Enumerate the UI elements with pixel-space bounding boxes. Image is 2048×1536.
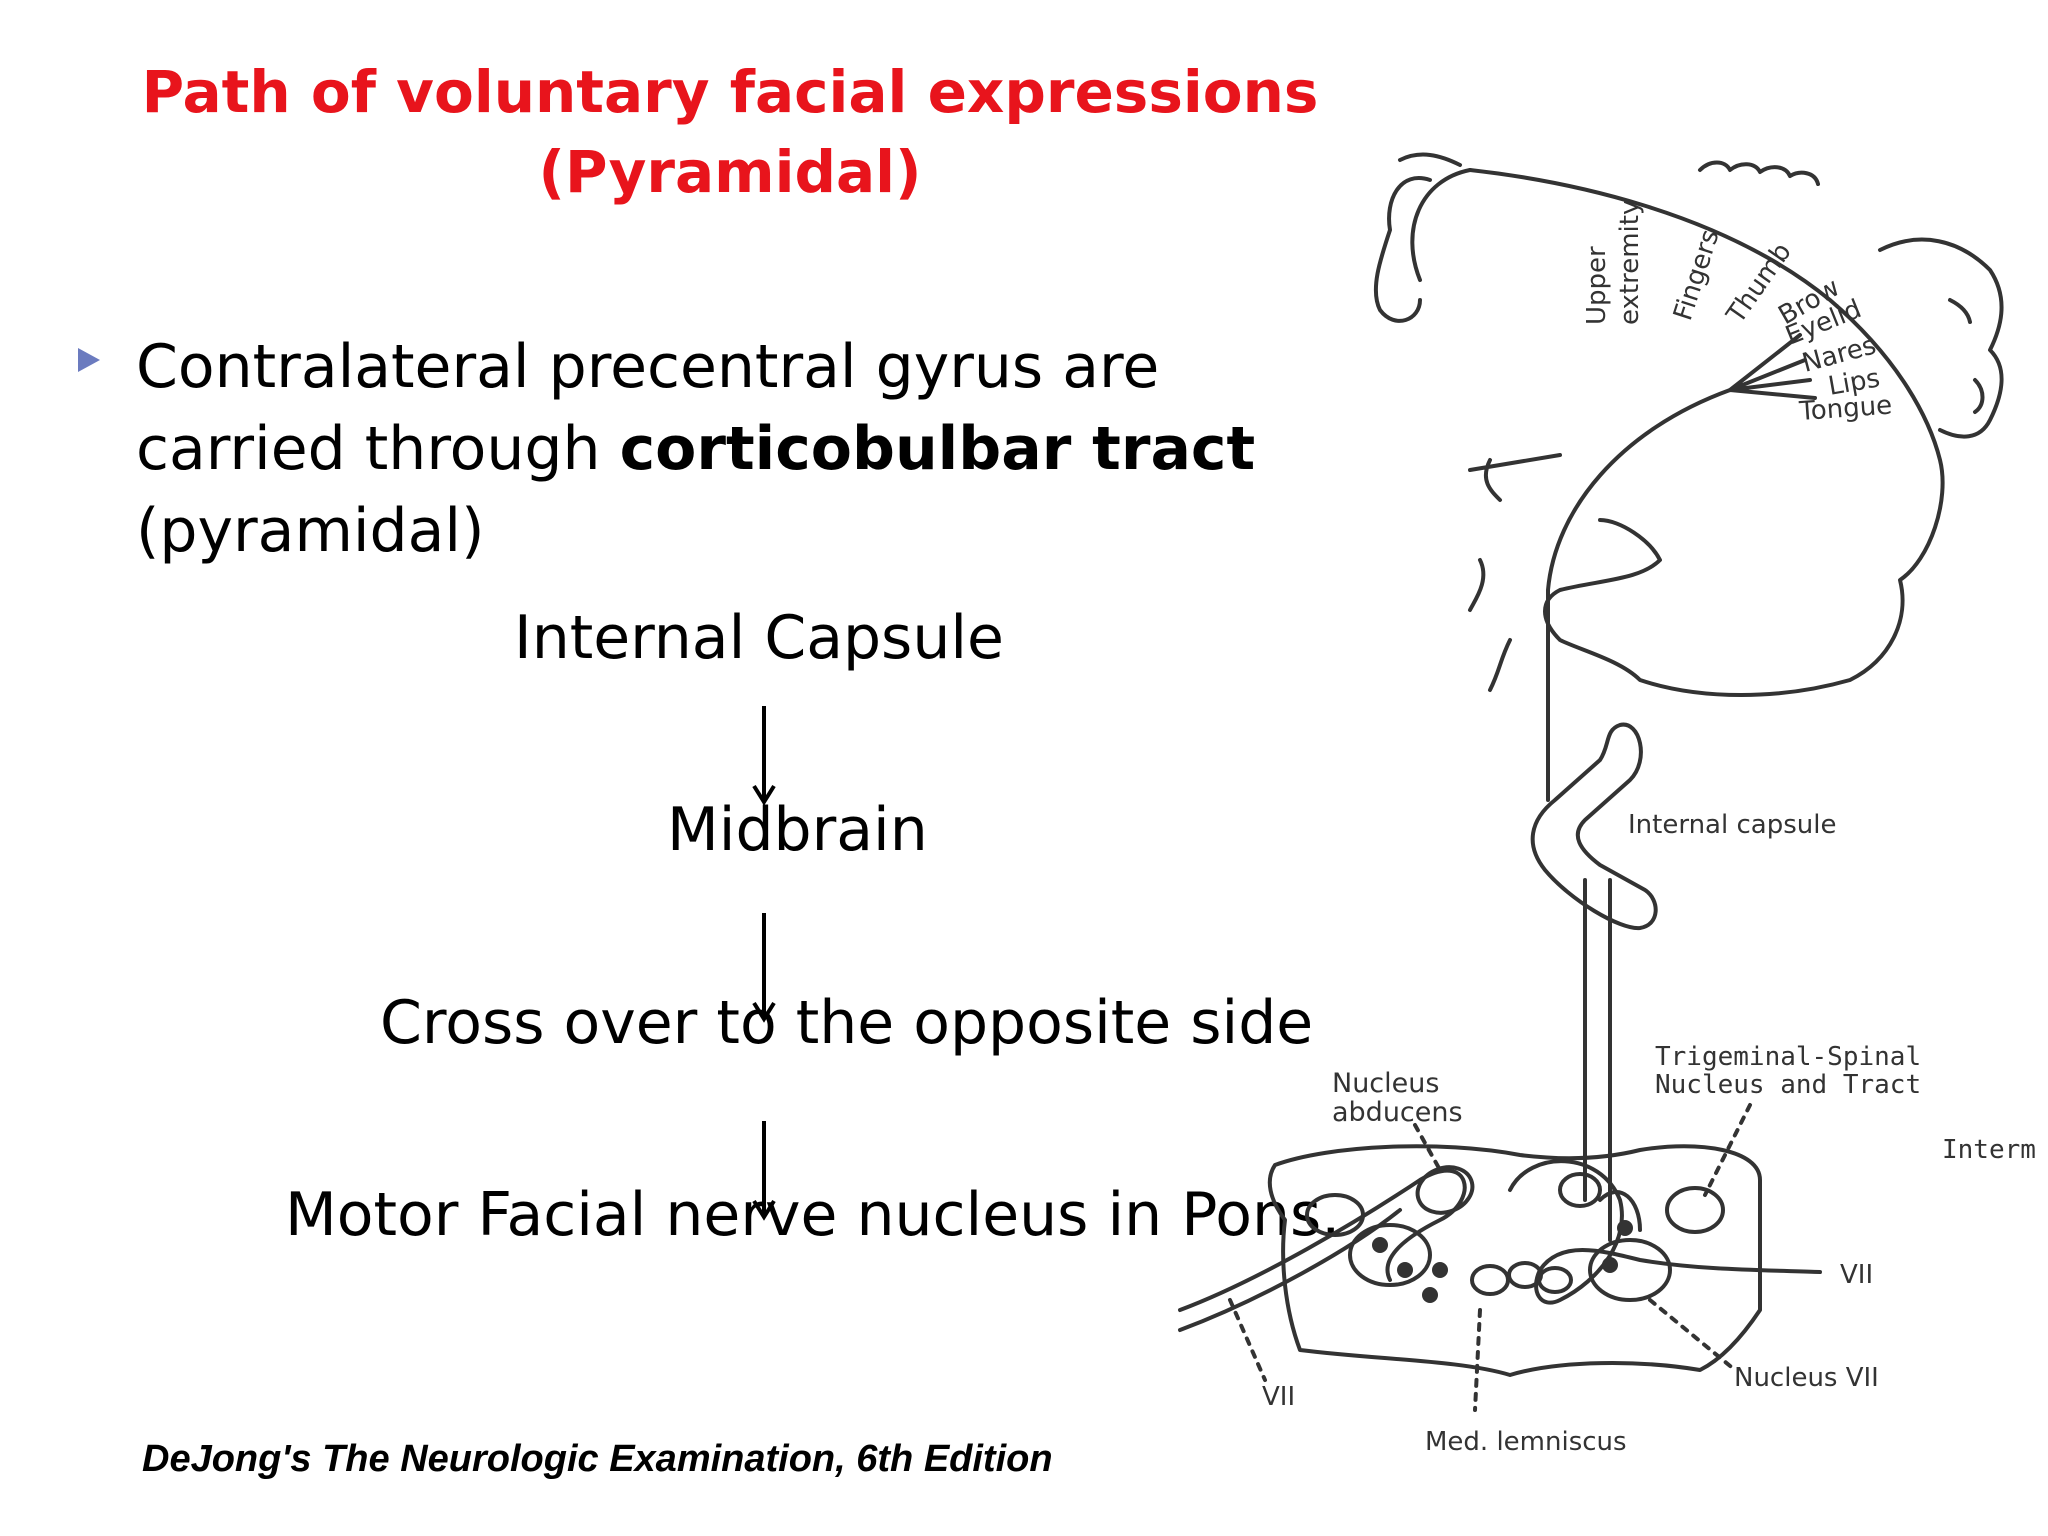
slide-title: Path of voluntary facial expressions (Py… [140, 52, 1320, 212]
bullet-triangle-icon [78, 348, 100, 372]
corticobulbar-pathway-diagram: Upper extremity Fingers Thumb Brow Eyeli… [1160, 140, 2048, 1470]
title-line-2: (Pyramidal) [140, 132, 1320, 212]
label-upper: Upper [1582, 246, 1612, 325]
flow-step-internal-capsule: Internal Capsule [514, 603, 1004, 673]
abducens-nucleus [1411, 1160, 1479, 1220]
arm-sketch [1376, 178, 1430, 321]
label-fingers: Fingers [1668, 226, 1725, 324]
label-nucleus-abducens-2: abducens [1332, 1097, 1463, 1128]
label-extremity: extremity [1615, 200, 1645, 325]
down-arrow-icon [752, 706, 776, 806]
flow-step-midbrain: Midbrain [667, 795, 928, 865]
bullet-text: Contralateral precentral gyrus are carri… [136, 326, 1336, 572]
face-sketch [1880, 240, 2002, 437]
label-nucleus-vii: Nucleus VII [1734, 1363, 1879, 1393]
label-med-lemniscus: Med. lemniscus [1425, 1427, 1627, 1457]
bullet-part-2: (pyramidal) [136, 496, 485, 566]
title-line-1: Path of voluntary facial expressions [140, 52, 1320, 132]
label-tongue: Tongue [1797, 391, 1893, 427]
label-nucleus-abducens-1: Nucleus [1332, 1068, 1439, 1099]
label-internal-capsule: Internal capsule [1628, 810, 1836, 840]
label-trigeminal-line1: Trigeminal-Spinal [1655, 1042, 1921, 1072]
label-trigeminal-line2: Nucleus and Tract [1655, 1070, 1921, 1100]
label-vii-left: VII [1262, 1382, 1295, 1412]
down-arrow-icon [752, 913, 776, 1023]
label-interm: Interm [1942, 1135, 2036, 1165]
trigeminal-nucleus [1667, 1188, 1723, 1232]
label-vii-right: VII [1840, 1260, 1873, 1290]
citation: DeJong's The Neurologic Examination, 6th… [142, 1438, 1053, 1481]
down-arrow-icon [752, 1121, 776, 1221]
